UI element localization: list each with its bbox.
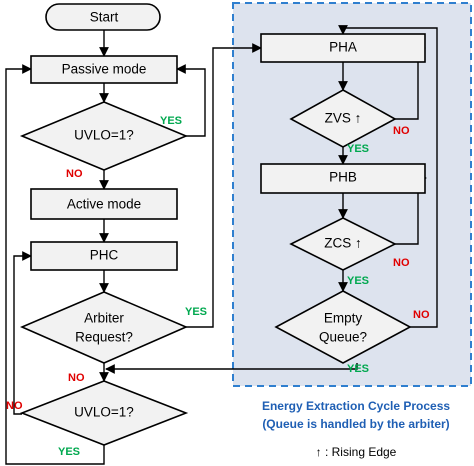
region-caption-line1: Energy Extraction Cycle Process: [262, 399, 450, 413]
uvlo1-yes-label: YES: [160, 115, 182, 127]
phc-label: PHC: [90, 248, 119, 263]
zcs-yes-label: YES: [347, 275, 369, 287]
arbiter-label-line2: Request?: [75, 330, 133, 345]
arbiter-request-decision: Arbiter Request?: [19, 291, 189, 364]
passive-mode-label: Passive mode: [62, 62, 147, 77]
pha-label: PHA: [329, 40, 357, 55]
empty-no-label: NO: [413, 309, 430, 321]
phb-label: PHB: [329, 170, 357, 185]
start-label: Start: [90, 10, 119, 25]
zcs-no-label: NO: [393, 257, 410, 269]
zvs-decision: ZVS ↑: [289, 89, 397, 148]
empty-queue-label-line1: Empty: [324, 311, 363, 326]
arbiter-no-label: NO: [68, 372, 85, 384]
zcs-label: ZCS ↑: [324, 236, 362, 251]
region-caption-line2: (Queue is handled by the arbiter): [262, 417, 449, 431]
empty-yes-label: YES: [347, 363, 369, 375]
pha-box: PHA: [260, 33, 426, 63]
zcs-decision: ZCS ↑: [289, 217, 397, 271]
passive-mode-box: Passive mode: [30, 55, 178, 84]
start-node: Start: [45, 3, 161, 31]
rising-edge-note: ↑ : Rising Edge: [316, 445, 397, 459]
phb-box: PHB: [260, 163, 426, 194]
uvlo-check-2-label: UVLO=1?: [74, 405, 134, 420]
zvs-label: ZVS ↑: [325, 111, 362, 126]
zvs-no-label: NO: [393, 125, 410, 137]
uvlo1-no-label: NO: [66, 168, 83, 180]
uvlo-check-2-decision: UVLO=1?: [19, 380, 189, 446]
arbiter-yes-label: YES: [185, 306, 207, 318]
empty-queue-label-line2: Queue?: [319, 330, 367, 345]
active-mode-box: Active mode: [30, 188, 178, 220]
flow-lines: [5, 25, 438, 465]
uvlo-check-1-decision: UVLO=1?: [19, 101, 189, 171]
empty-queue-decision: Empty Queue?: [274, 290, 412, 364]
zvs-yes-label: YES: [347, 143, 369, 155]
uvlo2-no-label: NO: [6, 400, 23, 412]
phc-box: PHC: [30, 241, 178, 271]
uvlo2-yes-label: YES: [58, 446, 80, 458]
uvlo-check-1-label: UVLO=1?: [74, 128, 134, 143]
active-mode-label: Active mode: [67, 197, 141, 212]
arbiter-label-line1: Arbiter: [84, 311, 124, 326]
